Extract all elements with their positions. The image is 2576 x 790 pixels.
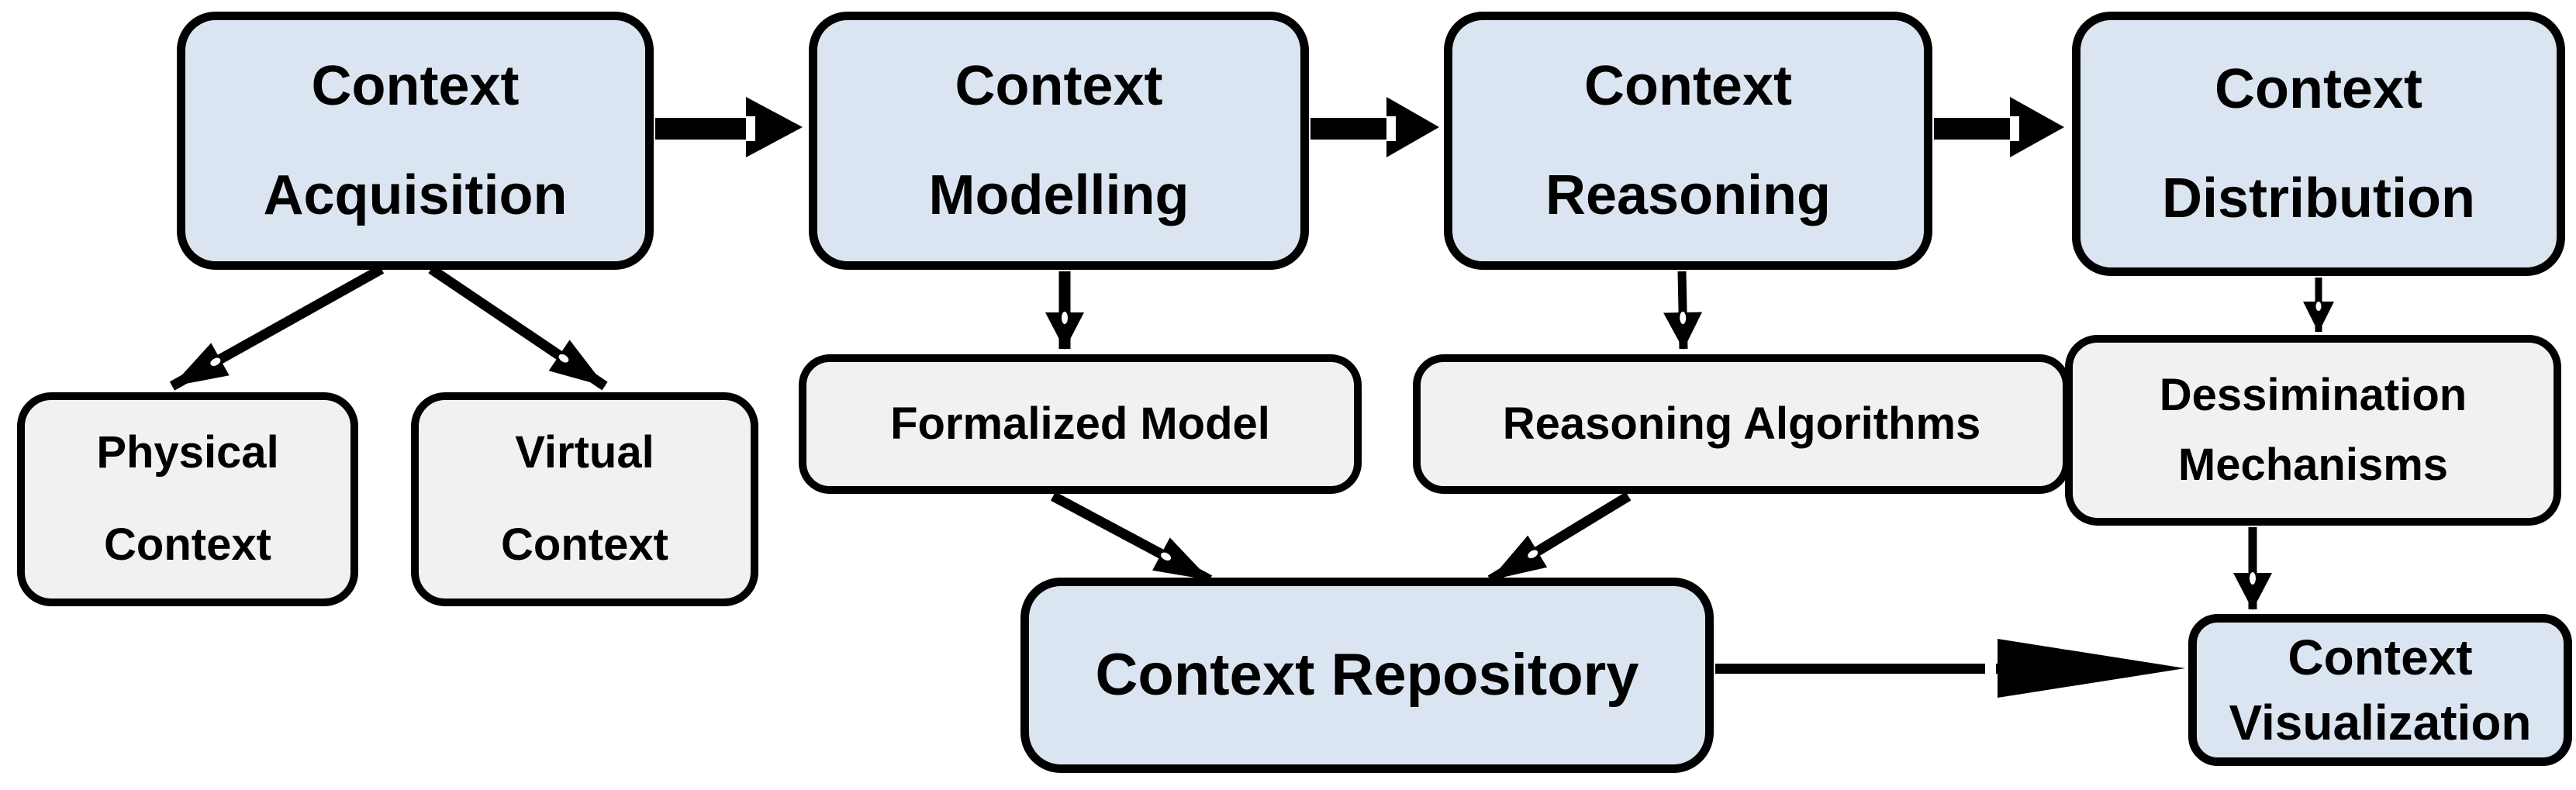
node-physical-context-label: Physical Context (96, 427, 279, 570)
node-dessimination-mechanisms-label: Dessimination Mechanisms (2159, 370, 2467, 490)
node-context-visualization-label: Context Visualization (2229, 629, 2532, 750)
node-context-distribution: Context Distribution (2072, 12, 2565, 276)
node-dessimination-mechanisms: Dessimination Mechanisms (2065, 335, 2561, 526)
node-virtual-context-label: Virtual Context (501, 427, 668, 570)
node-context-modelling-label: Context Modelling (928, 55, 1190, 226)
node-physical-context: Physical Context (17, 392, 358, 606)
node-context-reasoning: Context Reasoning (1444, 12, 1932, 270)
node-context-acquisition-label: Context Acquisition (263, 55, 568, 226)
edge-repository-to-visualization (1715, 639, 2185, 698)
node-reasoning-algorithms-label: Reasoning Algorithms (1502, 398, 1981, 450)
edge-acquisition-to-virtual (428, 264, 608, 391)
edge-modelling-to-reasoning (1310, 97, 1439, 157)
edge-reasoning-to-reasoning-algorithms (1663, 271, 1703, 350)
node-context-repository: Context Repository (1020, 578, 1714, 773)
node-context-repository-label: Context Repository (1095, 642, 1639, 709)
edge-formalized-model-to-repository (1050, 492, 1213, 585)
node-formalized-model-label: Formalized Model (890, 398, 1270, 450)
node-context-distribution-label: Context Distribution (2162, 58, 2475, 229)
edge-reasoning-to-distribution (1934, 97, 2064, 157)
node-context-modelling: Context Modelling (809, 12, 1309, 270)
node-virtual-context: Virtual Context (411, 392, 758, 606)
node-formalized-model: Formalized Model (799, 354, 1362, 494)
edge-reasoning-algorithms-to-repository (1487, 492, 1632, 585)
edge-acquisition-to-modelling (655, 97, 803, 157)
node-context-visualization: Context Visualization (2188, 614, 2572, 766)
node-context-reasoning-label: Context Reasoning (1545, 55, 1832, 226)
edge-acquisition-to-physical (169, 264, 385, 391)
node-reasoning-algorithms: Reasoning Algorithms (1413, 354, 2070, 494)
node-context-acquisition: Context Acquisition (177, 12, 654, 270)
